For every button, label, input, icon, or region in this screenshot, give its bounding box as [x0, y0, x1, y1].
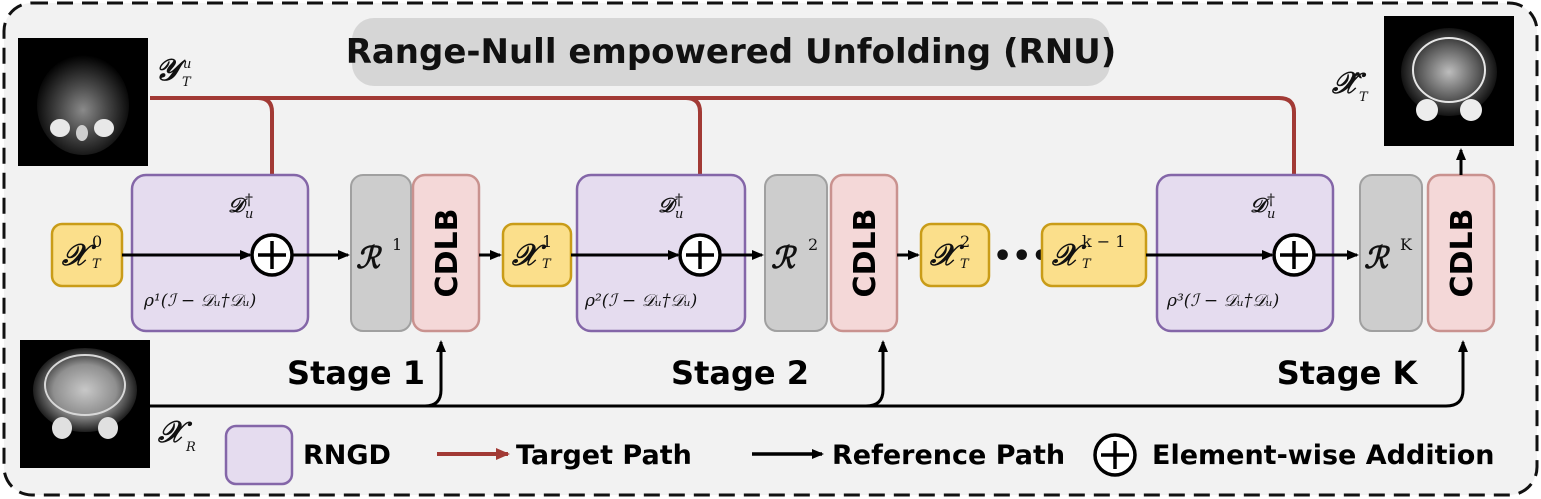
svg-text:ρ²(ℐ − 𝒟ᵤ†𝒟ᵤ): ρ²(ℐ − 𝒟ᵤ†𝒟ᵤ): [584, 291, 697, 311]
stagek-reg-block: [1359, 174, 1423, 332]
title-box: [352, 18, 1110, 86]
stage-k: 𝒳 k − 1 T 𝒟 † u ρ³(ℐ − 𝒟ᵤ†𝒟ᵤ) ℛ K CDLB S…: [1040, 173, 1496, 392]
stage2-label: Stage 2: [671, 354, 809, 392]
svg-text:ℛ: ℛ: [1364, 241, 1391, 276]
svg-text:CDLB: CDLB: [848, 209, 883, 298]
svg-text:ρ³(ℐ − 𝒟ᵤ†𝒟ᵤ): ρ³(ℐ − 𝒟ᵤ†𝒟ᵤ): [1166, 291, 1279, 311]
stage2-cdlb-block: [829, 173, 899, 333]
svg-text:k − 1: k − 1: [1082, 232, 1125, 251]
stagek-addition-icon: [1272, 233, 1316, 277]
svg-text:†: †: [675, 190, 683, 209]
stagek-rngd-block: [1155, 173, 1335, 333]
svg-text:𝒟: 𝒟: [1250, 193, 1270, 217]
stage-2: 𝒳 1 T 𝒟 † u ρ²(ℐ − 𝒟ᵤ†𝒟ᵤ) ℛ 2 CDLB Stage…: [501, 173, 899, 392]
stage1-cdlb-block: [411, 173, 481, 333]
stagek-label: Stage K: [1277, 354, 1419, 392]
stage2-addition-icon: [678, 233, 722, 277]
svg-text:T: T: [182, 75, 192, 90]
svg-text:ℛ: ℛ: [356, 241, 383, 276]
svg-text:CDLB: CDLB: [430, 209, 465, 298]
legend-rngd-swatch: [224, 424, 294, 486]
svg-text:2: 2: [960, 232, 970, 251]
svg-text:u: u: [183, 57, 191, 72]
stage1-addition-icon: [250, 233, 294, 277]
svg-text:𝒟: 𝒟: [658, 193, 678, 217]
svg-text:ρ¹(ℐ − 𝒟ᵤ†𝒟ᵤ): ρ¹(ℐ − 𝒟ᵤ†𝒟ᵤ): [143, 291, 256, 311]
undersampled-image: [18, 38, 148, 166]
svg-text:0: 0: [92, 232, 102, 251]
svg-text:T: T: [92, 257, 102, 272]
reference-image: [20, 340, 150, 468]
svg-text:1: 1: [542, 232, 552, 251]
legend-addition-icon: [1093, 433, 1137, 477]
svg-text:R: R: [185, 440, 196, 455]
svg-text:u: u: [1267, 207, 1275, 222]
svg-text:†: †: [1267, 190, 1275, 209]
stage1-rngd-block: [130, 173, 310, 333]
legend-addition-label: Element-wise Addition: [1152, 440, 1495, 471]
svg-text:T: T: [960, 257, 970, 272]
intermediate-var: 𝒳 2 T: [919, 222, 991, 288]
svg-text:u: u: [245, 207, 253, 222]
svg-text:†: †: [245, 190, 253, 209]
stage2-reg-block: [764, 174, 828, 332]
stage2-rngd-block: [575, 173, 747, 333]
stage1-reg-block: [350, 174, 412, 332]
svg-text:2: 2: [808, 235, 818, 254]
undersampled-label: 𝒴 u T: [155, 53, 192, 90]
diagram-title: Range-Null empowered Unfolding (RNU): [346, 32, 1117, 72]
stage1-label: Stage 1: [287, 354, 425, 392]
svg-text:K: K: [1400, 235, 1413, 254]
reference-path: [150, 340, 1468, 408]
svg-text:u: u: [675, 207, 683, 222]
legend: RNGD Target Path Reference Path Element-…: [224, 424, 1495, 486]
output-image: [1384, 16, 1514, 146]
svg-text:1: 1: [392, 235, 402, 254]
svg-text:T: T: [1082, 257, 1092, 272]
svg-text:T: T: [542, 257, 552, 272]
legend-rngd-label: RNGD: [303, 440, 391, 471]
svg-text:ℛ: ℛ: [771, 241, 798, 276]
legend-target-label: Target Path: [516, 440, 692, 471]
svg-text:𝒟: 𝒟: [228, 193, 248, 217]
stage-1: 𝒳 0 T 𝒟 † u ρ¹(ℐ − 𝒟ᵤ†𝒟ᵤ) ℛ 1 CDLB Stage…: [50, 173, 481, 392]
legend-reference-label: Reference Path: [832, 440, 1065, 471]
svg-text:CDLB: CDLB: [1445, 209, 1480, 298]
svg-text:T: T: [1359, 90, 1369, 105]
target-path: [150, 96, 1300, 226]
